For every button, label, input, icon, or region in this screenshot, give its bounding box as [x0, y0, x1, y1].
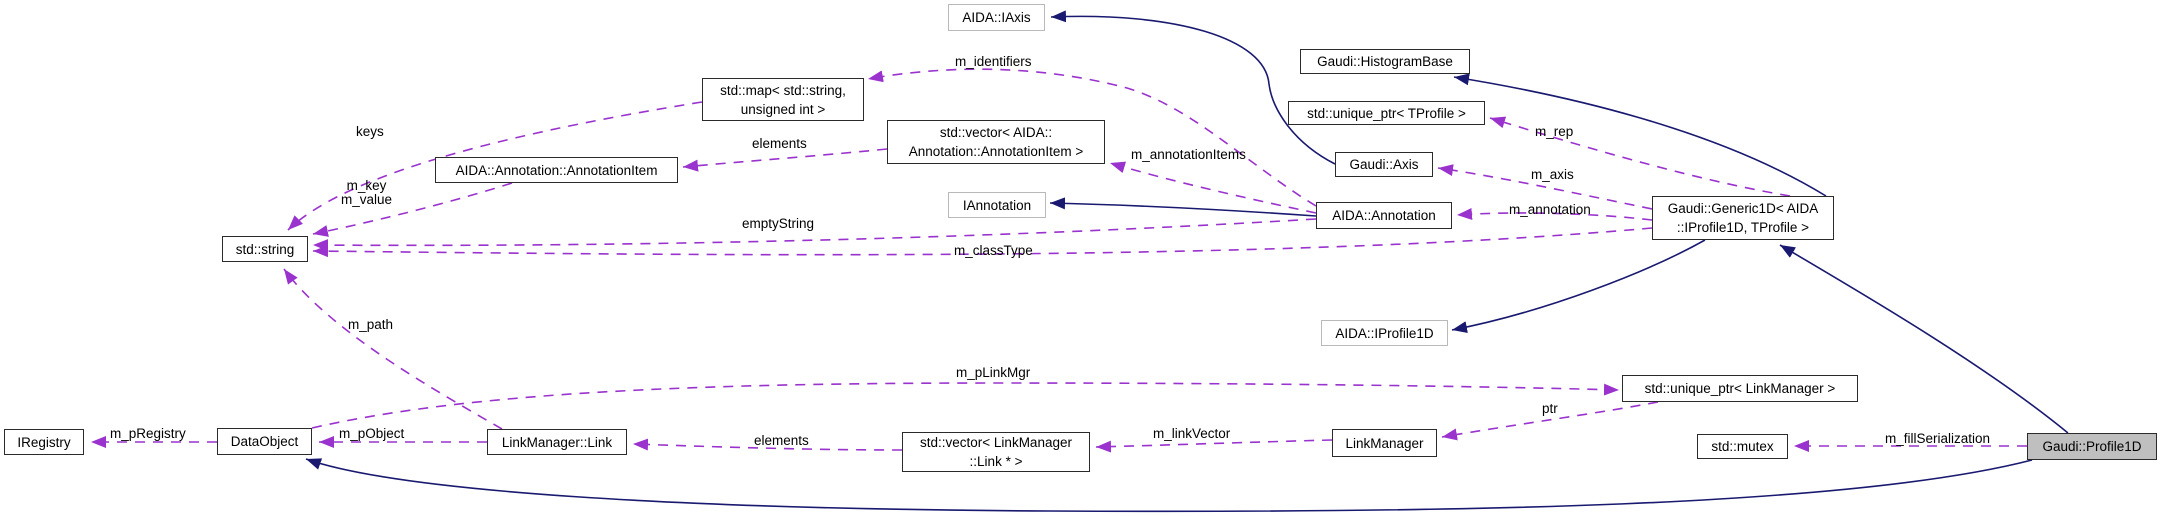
class-node-std-unique-ptr-linkmanager[interactable]: std::unique_ptr< LinkManager > [1622, 375, 1858, 402]
class-node-gaudi-axis[interactable]: Gaudi::Axis [1335, 152, 1433, 177]
edge-usage-m-rep [1489, 116, 1791, 197]
edge-label-empty-string: emptyString [742, 216, 815, 231]
edge-usage-m-class-type [312, 227, 1653, 258]
edge-label-m-p-registry: m_pRegistry [110, 426, 186, 441]
edge-label-m-annotation: m_annotation [1509, 202, 1591, 217]
edge-usage-m-path [283, 268, 503, 430]
class-node-std-unique-ptr-tprofile[interactable]: std::unique_ptr< TProfile > [1288, 101, 1485, 125]
edge-label-m-link-vector: m_linkVector [1153, 426, 1231, 441]
class-node-gaudi-generic1d[interactable]: Gaudi::Generic1D< AIDA ::IProfile1D, TPr… [1652, 196, 1834, 240]
class-node-aida-iprofile1d: AIDA::IProfile1D [1321, 320, 1448, 346]
class-node-aida-annotation-annotation-item[interactable]: AIDA::Annotation::AnnotationItem [435, 157, 678, 183]
edge-label-m-class-type: m_classType [954, 243, 1033, 258]
class-node-linkmanager-link[interactable]: LinkManager::Link [487, 429, 627, 455]
edge-label-ptr: ptr [1542, 401, 1558, 416]
edge-inheritance-profile1d-to-generic1d [1779, 244, 2069, 434]
edge-label-m-key-m-value: m_key m_value [341, 178, 393, 207]
edge-usage-empty-string [312, 218, 1317, 252]
edge-usage-elements-top [682, 148, 888, 172]
class-node-std-vector-annotation-item[interactable]: std::vector< AIDA:: Annotation::Annotati… [887, 120, 1105, 164]
edge-label-m-rep: m_rep [1535, 124, 1574, 139]
edge-usage-ptr [1441, 401, 1659, 441]
edge-inheritance-generic1d-to-aida-iprofile1d [1451, 239, 1706, 334]
edge-inheritance-profile1d-to-dataobject [305, 458, 2033, 513]
class-node-iannotation: IAnnotation [948, 192, 1046, 218]
edge-usage-keys [287, 101, 703, 231]
class-node-std-vector-linkmanager-link[interactable]: std::vector< LinkManager ::Link * > [902, 432, 1090, 472]
edge-usage-m-p-link-mgr [311, 382, 1620, 429]
edge-usage-m-key-m-value [312, 182, 513, 237]
class-node-aida-iaxis: AIDA::IAxis [948, 4, 1045, 31]
edge-inheritance-gaudi-axis-to-aida-iaxis [1050, 10, 1336, 165]
edge-label-m-p-object: m_pObject [339, 426, 405, 441]
edge-usage-elements-bottom [632, 438, 903, 451]
edge-inheritance-generic1d-to-histogram-base [1453, 73, 1827, 197]
class-node-gaudi-histogram-base[interactable]: Gaudi::HistogramBase [1300, 49, 1470, 74]
edge-usage-m-annotation [1456, 207, 1653, 221]
edge-label-m-path: m_path [348, 317, 394, 332]
edge-usage-m-link-vector [1095, 439, 1333, 453]
edge-usage-m-annotation-items [1109, 161, 1317, 214]
class-node-linkmanager[interactable]: LinkManager [1332, 429, 1437, 457]
edge-inheritance-annotation-to-iannotation [1049, 197, 1317, 217]
edge-label-m-axis: m_axis [1531, 167, 1574, 182]
class-node-iregistry[interactable]: IRegistry [4, 429, 84, 455]
edge-label-m-p-link-mgr: m_pLinkMgr [956, 365, 1031, 380]
class-node-std-map[interactable]: std::map< std::string, unsigned int > [702, 78, 864, 121]
edge-label-m-identifiers: m_identifiers [955, 54, 1032, 69]
class-node-dataobject[interactable]: DataObject [217, 428, 312, 455]
edge-usage-m-identifiers [867, 68, 1317, 207]
edge-label-m-fill-serialization: m_fillSerialization [1885, 431, 1991, 446]
edge-label-elements-top: elements [752, 136, 807, 151]
class-node-std-mutex[interactable]: std::mutex [1697, 434, 1788, 459]
class-node-gaudi-profile1d: Gaudi::Profile1D [2027, 433, 2157, 460]
edge-label-keys: keys [356, 124, 384, 139]
edge-label-m-annotation-items: m_annotationItems [1131, 147, 1246, 162]
class-node-std-string[interactable]: std::string [222, 236, 308, 262]
class-node-aida-annotation[interactable]: AIDA::Annotation [1316, 202, 1452, 229]
edge-usage-m-axis [1437, 164, 1653, 210]
edge-label-elements-bottom: elements [754, 433, 809, 448]
